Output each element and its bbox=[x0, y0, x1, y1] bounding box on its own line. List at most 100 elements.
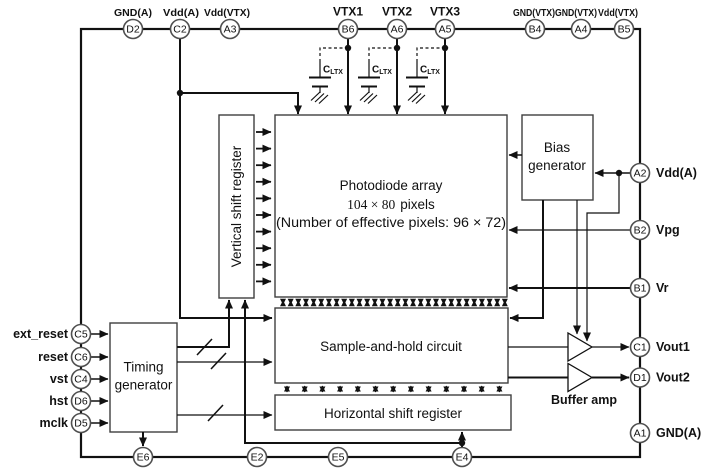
svg-text:B5: B5 bbox=[618, 24, 631, 36]
bus-slash-3 bbox=[207, 404, 224, 422]
photodiode-array-size-unit: pixels bbox=[400, 197, 435, 212]
svg-text:A5: A5 bbox=[439, 24, 452, 36]
junction-dot bbox=[393, 44, 401, 52]
pin-A3: A3 bbox=[219, 18, 241, 40]
svg-text:E4: E4 bbox=[456, 452, 469, 464]
wire-bias-to-sample-hold bbox=[509, 200, 544, 322]
svg-text:C6: C6 bbox=[74, 352, 88, 364]
label-vdd-vtx-2: Vdd(VTX) bbox=[598, 7, 638, 19]
svg-text:E2: E2 bbox=[251, 452, 264, 464]
label-vtx2: VTX2 bbox=[382, 5, 412, 19]
svg-text:C5: C5 bbox=[74, 329, 88, 341]
svg-text:B4: B4 bbox=[529, 24, 542, 36]
wire-timing-to-vsr bbox=[177, 299, 233, 348]
label-vtx3: VTX3 bbox=[430, 5, 460, 19]
junction-dots bbox=[176, 44, 623, 447]
label-gnd-a-right: GND(A) bbox=[656, 426, 701, 440]
junction-dot bbox=[441, 44, 449, 52]
label-vtx1: VTX1 bbox=[333, 5, 363, 19]
array-to-sample-hold-arrows bbox=[280, 298, 508, 307]
junction-dot bbox=[176, 89, 184, 97]
pin-A1: A1 bbox=[629, 422, 651, 444]
pin-E4: E4 bbox=[451, 446, 473, 468]
pin-D6: D6 bbox=[70, 390, 92, 412]
pin-B5: B5 bbox=[613, 18, 635, 40]
pins-bottom: E6 E2 E5 E4 bbox=[132, 446, 473, 468]
label-hst: hst bbox=[49, 394, 69, 408]
label-vpg: Vpg bbox=[656, 223, 680, 237]
pin-A6: A6 bbox=[386, 18, 408, 40]
pin-C6: C6 bbox=[70, 346, 92, 368]
bus-slash-2 bbox=[210, 352, 227, 370]
vsr-to-array-arrows bbox=[256, 128, 272, 286]
pins-left: C5 C6 C4 D6 D5 bbox=[70, 323, 92, 434]
svg-text:A2: A2 bbox=[634, 168, 647, 180]
label-vdd-vtx-top: Vdd(VTX) bbox=[204, 7, 250, 19]
svg-text:C4: C4 bbox=[74, 374, 88, 386]
bus-slash-1 bbox=[196, 338, 213, 356]
horizontal-shift-register-block: Horizontal shift register bbox=[274, 394, 512, 431]
bias-generator-block: Bias generator bbox=[521, 114, 594, 201]
label-ext-reset: ext_reset bbox=[13, 327, 69, 341]
timing-input-stubs bbox=[91, 330, 108, 423]
buffer-amp-block: Buffer amp bbox=[551, 331, 617, 407]
sample-and-hold-block: Sample-and-hold circuit bbox=[274, 307, 509, 384]
label-vr: Vr bbox=[656, 281, 669, 295]
label-vst: vst bbox=[50, 372, 69, 386]
label-mclk: mclk bbox=[40, 416, 69, 430]
bias-generator-label-1: Bias bbox=[544, 140, 571, 155]
pin-C4: C4 bbox=[70, 368, 92, 390]
junction-dot bbox=[615, 169, 623, 177]
wire-vdda-to-sample-hold bbox=[179, 29, 273, 322]
bias-generator-box bbox=[521, 114, 594, 201]
pins-top: D2 C2 A3 B6 A6 A5 B4 A4 B5 bbox=[122, 18, 635, 40]
svg-text:B1: B1 bbox=[634, 283, 647, 295]
bias-generator-label-2: generator bbox=[528, 158, 586, 173]
wire-vdda-to-buffer bbox=[583, 173, 620, 342]
sample-and-hold-label: Sample-and-hold circuit bbox=[320, 339, 462, 354]
pin-B4: B4 bbox=[524, 18, 546, 40]
label-vout1: Vout1 bbox=[656, 340, 690, 354]
svg-text:B2: B2 bbox=[634, 225, 647, 237]
horizontal-shift-register-label: Horizontal shift register bbox=[324, 406, 463, 421]
svg-text:A3: A3 bbox=[224, 24, 237, 36]
pin-C5: C5 bbox=[70, 323, 92, 345]
svg-text:D2: D2 bbox=[126, 24, 140, 36]
pin-A2: A2 bbox=[629, 162, 651, 184]
chip-boundary bbox=[79, 27, 642, 459]
svg-text:D6: D6 bbox=[74, 396, 88, 408]
ground-symbol bbox=[310, 91, 329, 104]
svg-text:B6: B6 bbox=[342, 24, 355, 36]
junction-dot bbox=[344, 44, 352, 52]
svg-text:A4: A4 bbox=[575, 24, 588, 36]
pin-B2: B2 bbox=[629, 219, 651, 241]
svg-text:D5: D5 bbox=[74, 418, 88, 430]
label-vout2: Vout2 bbox=[656, 371, 690, 385]
svg-text:D1: D1 bbox=[633, 372, 647, 384]
svg-text:A1: A1 bbox=[634, 428, 647, 440]
label-gnd-a-top: GND(A) bbox=[114, 7, 152, 19]
timing-generator-label-1: Timing bbox=[123, 360, 163, 375]
vertical-shift-register-block: Vertical shift register bbox=[218, 114, 255, 299]
pin-D5: D5 bbox=[70, 412, 92, 434]
pin-E5: E5 bbox=[327, 446, 349, 468]
label-vdd-a-right: Vdd(A) bbox=[656, 166, 697, 180]
pin-C1: C1 bbox=[629, 336, 651, 358]
wire-vdda-to-array bbox=[180, 92, 302, 115]
label-vdd-a-top: Vdd(A) bbox=[163, 7, 199, 19]
pin-E6: E6 bbox=[132, 446, 154, 468]
pin-A4: A4 bbox=[570, 18, 592, 40]
timing-generator-block: Timing generator bbox=[109, 322, 178, 433]
pin-labels-right: Vdd(A) Vpg Vr Vout1 Vout2 GND(A) bbox=[656, 166, 701, 440]
photodiode-array-title: Photodiode array bbox=[340, 178, 443, 193]
photodiode-array-size-value: 104 × 80 bbox=[347, 197, 395, 212]
pin-labels-left: ext_reset reset vst hst mclk bbox=[13, 327, 69, 430]
sample-and-hold-box bbox=[274, 307, 509, 384]
vertical-shift-register-label: Vertical shift register bbox=[229, 145, 244, 267]
pin-B6: B6 bbox=[337, 18, 359, 40]
pin-labels-top: GND(A) Vdd(A) Vdd(VTX) VTX1 VTX2 VTX3 GN… bbox=[114, 5, 638, 20]
pin-D2: D2 bbox=[122, 18, 144, 40]
label-reset: reset bbox=[38, 350, 69, 364]
capacitor-label: CLTX bbox=[323, 65, 343, 77]
svg-text:C2: C2 bbox=[173, 24, 187, 36]
